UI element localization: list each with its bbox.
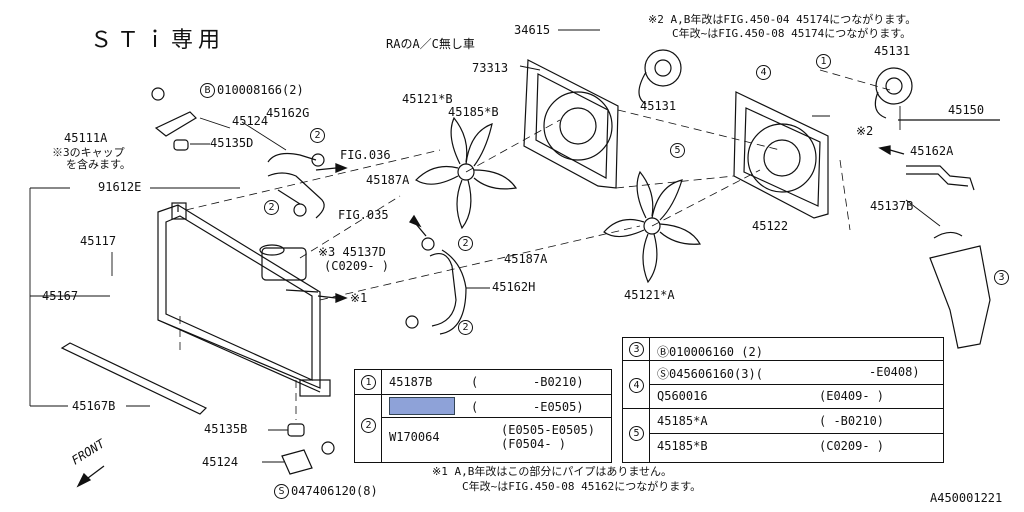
label-45117: 45117 <box>80 234 117 248</box>
callout-5: 5 <box>670 143 687 158</box>
table-right-part-4: 45185*A <box>657 414 708 428</box>
fan-45121b <box>415 116 518 230</box>
table-right-range-2: -E0408) <box>869 365 920 379</box>
bolt-bottom <box>321 441 335 455</box>
clamp-upper <box>311 153 325 167</box>
clamp-upper-2 <box>293 203 307 217</box>
fan-shroud-73313 <box>523 59 619 189</box>
callout-2-d: 2 <box>458 320 475 335</box>
label-45137d: ※3 45137D <box>318 245 386 259</box>
label-34615: 34615 <box>514 23 551 37</box>
label-45121a: 45121*A <box>624 288 675 302</box>
label-45122: 45122 <box>752 219 789 233</box>
table-left-part-w170064: W170064 <box>389 430 440 444</box>
label-45124-top: 45124 <box>232 114 269 128</box>
bolt-top <box>151 87 165 101</box>
table-right-part-3: Q560016 <box>657 389 708 403</box>
bottom-note-1: ※1 A,B年改はこの部分にパイプはありません。 <box>432 465 672 478</box>
table-left-range-1: -B0210) <box>533 375 584 389</box>
page-title: ＳＴｉ専用 <box>90 28 226 53</box>
table-left-part-1: 45187B <box>389 375 433 389</box>
label-45167: 45167 <box>42 289 79 303</box>
callout-1: 1 <box>816 54 833 69</box>
label-45185b: 45185*B <box>448 105 499 119</box>
label-45162h: 45162H <box>492 280 536 294</box>
label-star1: ※1 <box>350 291 368 305</box>
shield-45167b <box>60 342 208 415</box>
fan-shroud-45122 <box>733 91 829 219</box>
label-45162g: 45162G <box>266 106 310 120</box>
label-fig035: FIG.035 <box>338 208 389 222</box>
highlighted-part-cell <box>389 397 455 415</box>
label-45121b: 45121*B <box>402 92 453 106</box>
label-45124-bottom: 45124 <box>202 455 239 469</box>
top-note-2: C年改~はFIG.450-08 45174につながります。 <box>672 27 912 40</box>
bracket-45124-top <box>154 111 197 137</box>
table-right-range-4: ( -B0210) <box>819 414 885 428</box>
table-left-range-4: (F0504- ) <box>501 437 567 451</box>
hose-45162g <box>267 152 325 219</box>
table-left-range-3: (E0505-E0505) <box>501 423 595 437</box>
callout-2-b: 2 <box>264 200 281 215</box>
callout-4: 4 <box>756 65 773 80</box>
label-45131-left: 45131 <box>640 99 677 113</box>
motor-45131-right <box>874 67 913 119</box>
label-45162a: 45162A <box>910 144 954 158</box>
reservoir <box>259 244 319 293</box>
label-45131-right: 45131 <box>874 44 911 58</box>
reservoir-45150 <box>898 119 1000 349</box>
table-left-range-2: -E0505) <box>533 400 584 414</box>
radiator <box>157 202 331 397</box>
parts-table-right: 3 Ⓑ010006160 (2) 4 Ⓢ045606160(3)( -E0408… <box>622 337 944 463</box>
callout-2-a: 2 <box>310 128 327 143</box>
label-73313: 73313 <box>472 61 509 75</box>
fan-45121a <box>603 170 701 284</box>
motor-45131-left <box>638 49 682 105</box>
label-star2: ※2 <box>856 124 874 138</box>
bracket-45124-bot <box>281 449 313 475</box>
label-note3: ※3のキャップ <box>52 146 125 159</box>
table-right-part-5: 45185*B <box>657 439 708 453</box>
callout-3: 3 <box>994 270 1011 285</box>
label-45111a: 45111A <box>64 131 108 145</box>
label-45137b: 45137B <box>870 199 914 213</box>
label-45135b: 45135B <box>204 422 248 436</box>
ra-note: RAのA／C無し車 <box>386 37 475 51</box>
table-right-part-1: Ⓑ010006160 (2) <box>657 345 763 359</box>
table-right-range-5: (C0209- ) <box>819 439 885 453</box>
clamp-lower <box>421 237 435 251</box>
label-45150: 45150 <box>948 103 985 117</box>
label-fig036: FIG.036 <box>340 148 391 162</box>
table-right-part-2: Ⓢ045606160(3)( <box>657 367 763 381</box>
callout-2-c: 2 <box>458 236 475 251</box>
label-91612e: 91612E <box>98 180 142 194</box>
mount-45135b <box>287 423 305 437</box>
top-note-1: ※2 A,B年改はFIG.450-04 45174につながります。 <box>648 13 917 26</box>
label-45187a-1: 45187A <box>366 173 410 187</box>
label-45137d-date: (C0209- ) <box>324 259 390 273</box>
label-45187a-2: 45187A <box>504 252 548 266</box>
clamp-lower-2 <box>405 315 419 329</box>
diagram-code: A450001221 <box>930 491 1003 505</box>
bottom-note-2: C年改~はFIG.450-08 45162につながります。 <box>462 480 702 493</box>
parts-table-left: 1 45187B ( -B0210) 2 ( -E0505) W170064 (… <box>354 369 612 463</box>
label-note3b: を含みます。 <box>66 158 131 171</box>
label-45135d: 45135D <box>210 136 254 150</box>
mount-45135d <box>173 139 189 151</box>
label-45167b: 45167B <box>72 399 116 413</box>
table-right-range-3: (E0409- ) <box>819 389 885 403</box>
